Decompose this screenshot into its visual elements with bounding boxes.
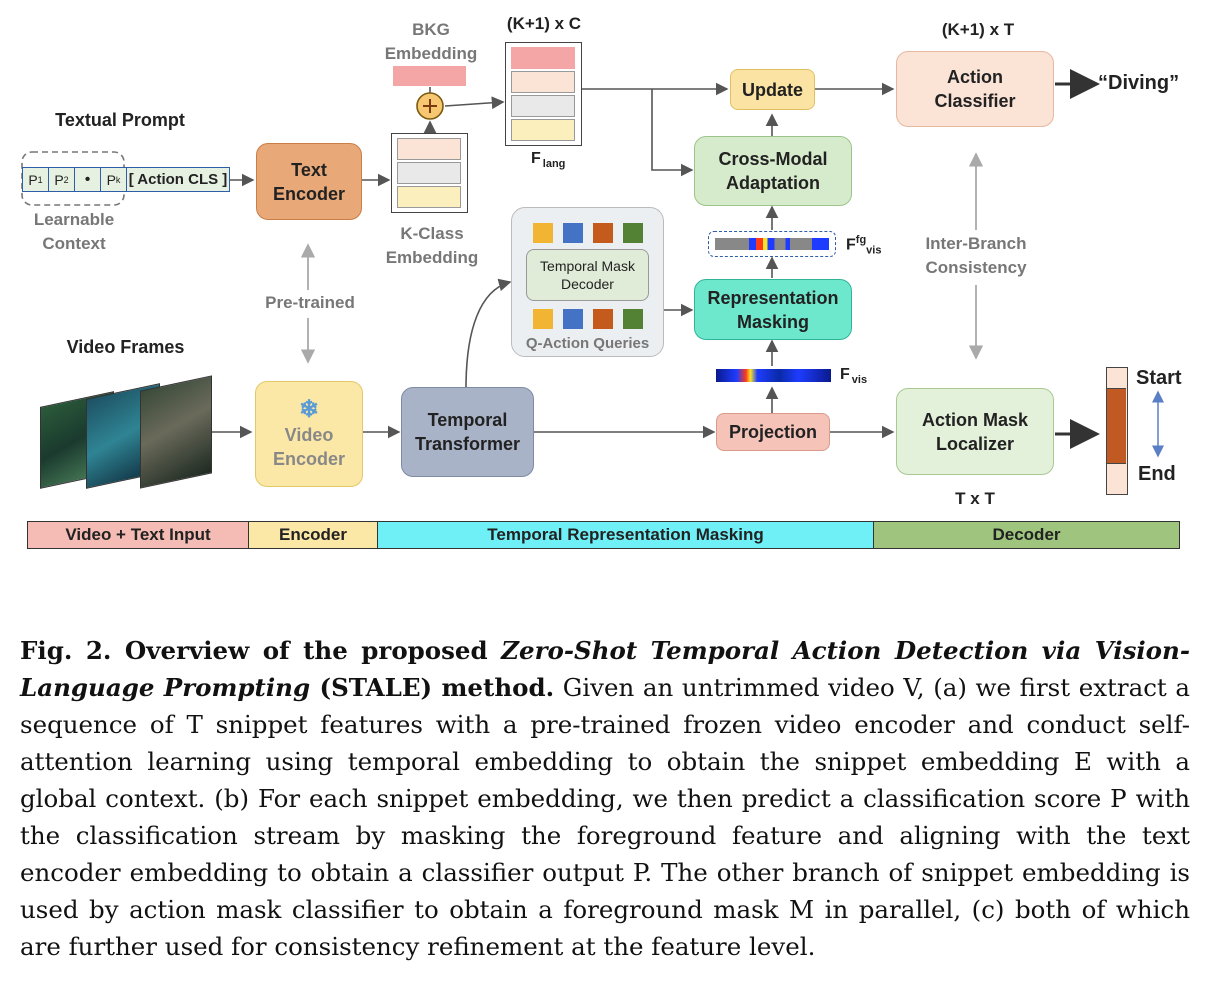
caption-title-italic: Zero-Shot Temporal Action Detection via …: [20, 636, 1191, 702]
diagram-connectors: [21, 69, 1164, 458]
f-vis-feature: [716, 369, 831, 382]
kc-dimension-label: (K+1) x C: [506, 14, 582, 33]
video-frame-3: [140, 375, 212, 489]
f-fg-vis-feature: [708, 231, 836, 257]
caption-title-rest: (STALE) method.: [310, 673, 555, 702]
pretrained-label: Pre-trained: [265, 293, 355, 312]
video-encoder-label: Video Encoder: [272, 425, 346, 469]
projection-box: Projection: [716, 413, 830, 451]
temporal-mask-decoder-box: Temporal Mask Decoder: [526, 249, 649, 301]
bkg-embedding-bar: [393, 66, 466, 86]
action-classifier-box: Action Classifier: [896, 51, 1054, 127]
textual-prompt-title: Textual Prompt: [55, 110, 185, 130]
query-squares-bottom: [533, 309, 648, 329]
f-lang-matrix: [505, 42, 582, 146]
representation-masking-box: Representation Masking: [694, 279, 852, 340]
stage-encoder: Encoder: [248, 521, 378, 549]
figure-caption: Fig. 2. Overview of the proposed Zero-Sh…: [20, 632, 1190, 965]
video-encoder-box: ❄ Video Encoder: [255, 381, 363, 487]
snowflake-icon: ❄: [298, 396, 320, 423]
stage-decoder: Decoder: [873, 521, 1180, 549]
k-class-embedding-matrix: [391, 133, 468, 213]
prompt-action-cls: [ Action CLS ]: [127, 168, 229, 191]
stage-video-text-input: Video + Text Input: [27, 521, 249, 549]
diving-output-label: “Diving”: [1098, 72, 1180, 94]
end-label: End: [1138, 463, 1176, 485]
update-box: Update: [730, 69, 815, 110]
temporal-transformer-box: Temporal Transformer: [401, 387, 534, 477]
video-frame-images: [38, 375, 213, 497]
start-label: Start: [1136, 367, 1182, 389]
inter-branch-consistency-label: Inter-Branch Consistency: [925, 234, 1027, 277]
k-class-embedding-label: K-Class Embedding: [385, 224, 479, 267]
q-action-queries-label: Q-Action Queries: [525, 335, 650, 352]
action-mask-localizer-box: Action Mask Localizer: [896, 388, 1054, 475]
caption-body: Given an untrimmed video V, (a) we first…: [20, 673, 1190, 961]
learnable-context-label: Learnable Context: [33, 210, 115, 253]
query-squares-top: [533, 223, 648, 243]
tt-dimension-label: T x T: [955, 489, 995, 508]
cross-modal-adaptation-box: Cross-Modal Adaptation: [694, 136, 852, 206]
f-fg-vis-label: Ffgvis: [846, 234, 882, 257]
stage-temporal-representation-masking: Temporal Representation Masking: [377, 521, 874, 549]
text-encoder-box: Text Encoder: [256, 143, 362, 220]
video-frames-title: Video Frames: [66, 337, 185, 357]
prompt-token-dots: •: [75, 168, 101, 191]
caption-fig-label: Fig. 2. Overview of the proposed: [20, 636, 502, 665]
kt-dimension-label: (K+1) x T: [941, 20, 1015, 39]
bkg-embedding-label: BKG Embedding: [384, 20, 478, 63]
temporal-mask-output: [1106, 367, 1128, 495]
